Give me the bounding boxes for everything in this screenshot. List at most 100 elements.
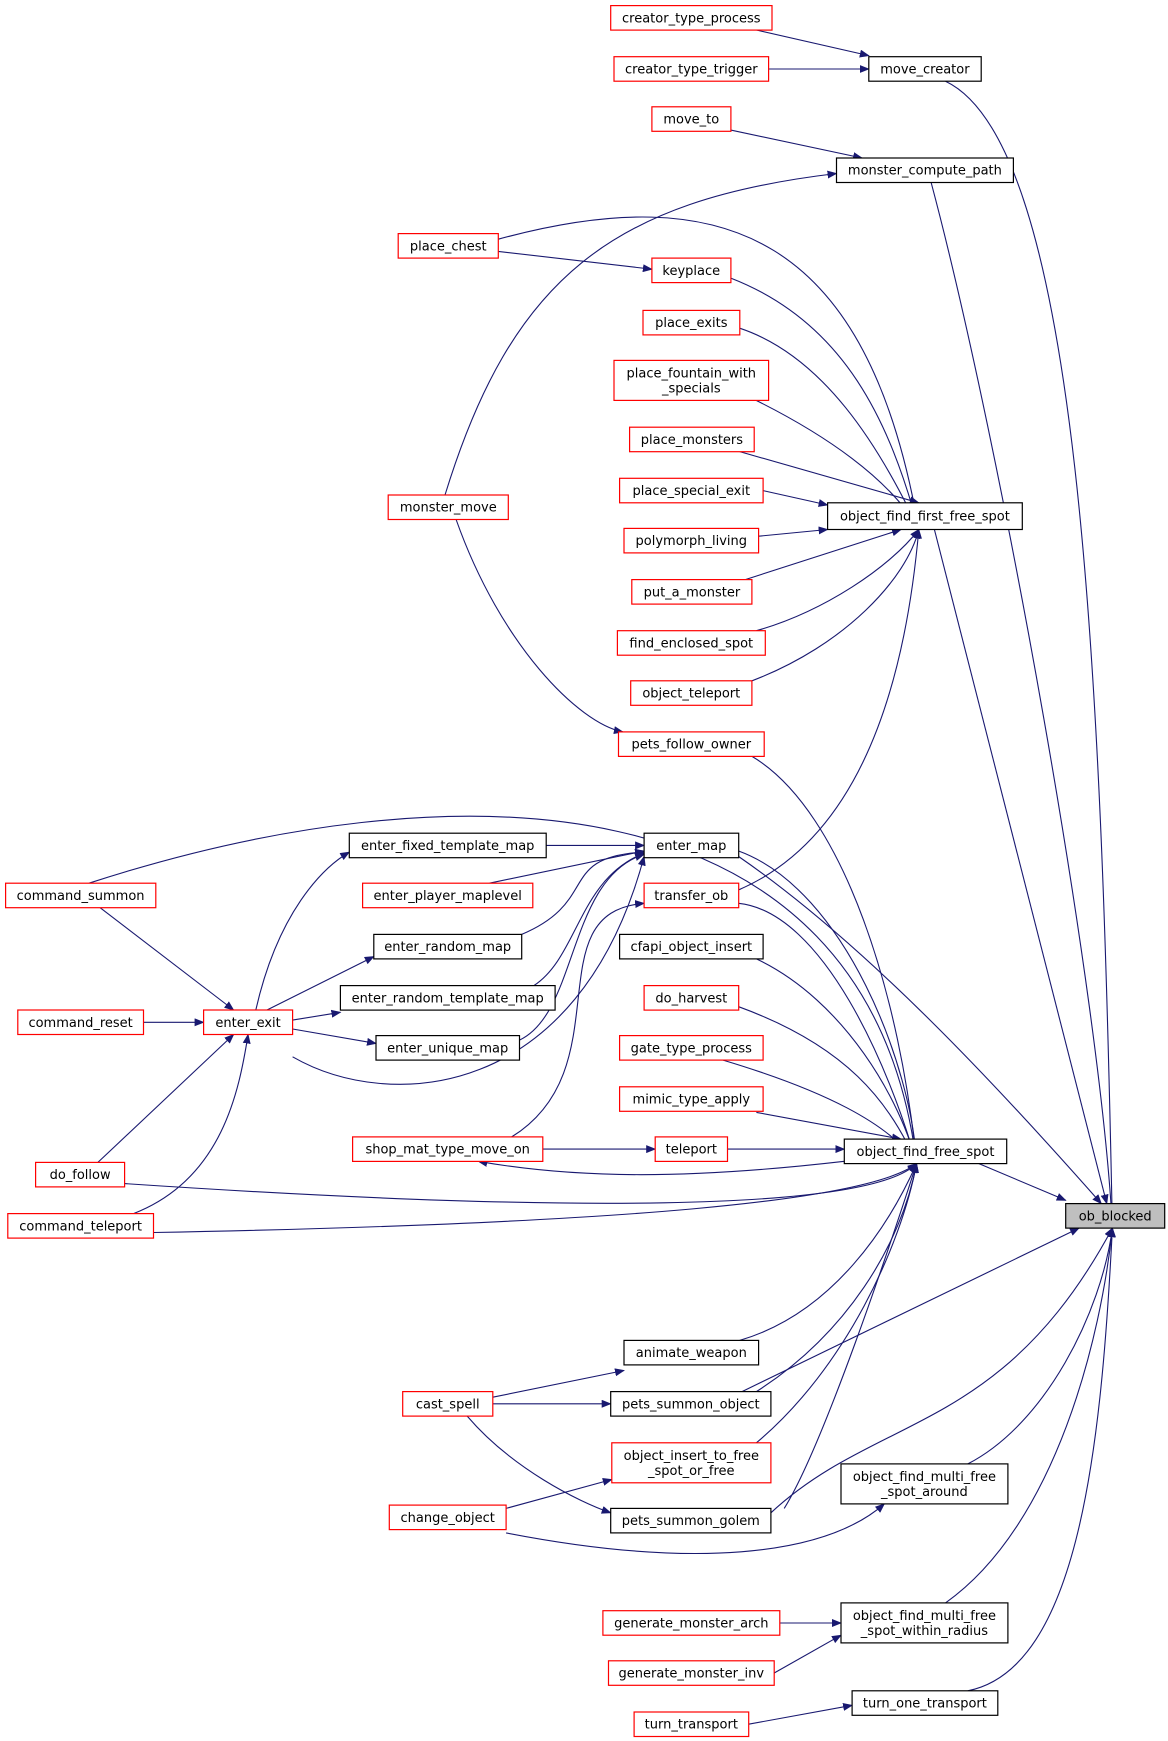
node-cfapi_object_insert[interactable]: cfapi_object_insert <box>618 933 764 960</box>
node-place_special_exit[interactable]: place_special_exit <box>618 477 764 504</box>
node-shop_mat_type_move_on[interactable]: shop_mat_type_move_on <box>352 1136 544 1163</box>
node-box <box>613 56 770 82</box>
edge-command_summon-to-enter_exit <box>99 907 235 1011</box>
node-generate_monster_inv[interactable]: generate_monster_inv <box>607 1660 775 1686</box>
node-label: creator_type_trigger <box>625 63 758 78</box>
node-enter_random_template_map[interactable]: enter_random_template_map <box>339 984 556 1011</box>
node-box <box>651 106 732 132</box>
node-change_object[interactable]: change_object <box>388 1504 507 1531</box>
node-command_teleport[interactable]: command_teleport <box>7 1212 155 1239</box>
node-animate_weapon[interactable]: animate_weapon <box>623 1339 760 1366</box>
node-keyplace[interactable]: keyplace <box>651 257 732 284</box>
node-object_find_first_free_spot[interactable]: object_find_first_free_spot <box>826 502 1023 531</box>
node-label: object_teleport <box>642 687 740 702</box>
node-box <box>618 477 764 504</box>
node-box <box>840 1463 1009 1505</box>
node-transfer_ob[interactable]: transfer_ob <box>643 882 740 909</box>
node-creator_type_trigger[interactable]: creator_type_trigger <box>613 56 770 82</box>
node-teleport[interactable]: teleport <box>654 1136 729 1163</box>
node-pets_summon_golem[interactable]: pets_summon_golem <box>610 1507 772 1534</box>
node-ob_blocked[interactable]: ob_blocked <box>1065 1202 1166 1229</box>
node-box <box>348 832 547 859</box>
node-enter_fixed_template_map[interactable]: enter_fixed_template_map <box>348 832 547 859</box>
node-enter_random_map[interactable]: enter_random_map <box>373 933 523 960</box>
node-object_find_multi_free_spot_around[interactable]: object_find_multi_free_spot_around <box>840 1463 1009 1505</box>
node-object_teleport[interactable]: object_teleport <box>630 680 753 706</box>
node-turn_transport[interactable]: turn_transport <box>633 1711 750 1738</box>
edge-command_teleport-to-object_find_free_spot <box>153 1162 918 1234</box>
node-label: ob_blocked <box>1079 1209 1152 1224</box>
node-command_summon[interactable]: command_summon <box>4 882 157 909</box>
node-object_find_free_spot[interactable]: object_find_free_spot <box>843 1138 1008 1165</box>
node-box <box>868 56 982 82</box>
node-box <box>4 882 157 909</box>
edge-cfapi_object_insert-to-object_find_free_spot <box>756 958 919 1165</box>
node-do_harvest[interactable]: do_harvest <box>643 984 740 1011</box>
node-move_creator[interactable]: move_creator <box>868 56 982 82</box>
node-polymorph_living[interactable]: polymorph_living <box>623 527 760 554</box>
node-box <box>843 1138 1008 1165</box>
node-cast_spell[interactable]: cast_spell <box>402 1390 494 1417</box>
node-box <box>618 933 764 960</box>
node-monster_move[interactable]: monster_move <box>387 494 509 521</box>
node-label: command_reset <box>28 1016 132 1031</box>
node-turn_one_transport[interactable]: turn_one_transport <box>851 1690 999 1716</box>
node-label: enter_fixed_template_map <box>361 839 534 854</box>
edge-enter_random_map-to-enter_map <box>521 848 646 935</box>
node-object_find_multi_free_spot_within_radius[interactable]: object_find_multi_free_spot_within_radiu… <box>840 1602 1009 1644</box>
node-label: cfapi_object_insert <box>630 940 752 955</box>
node-creator_type_process[interactable]: creator_type_process <box>610 4 773 31</box>
node-mimic_type_apply[interactable]: mimic_type_apply <box>618 1086 764 1112</box>
node-label: object_find_multi_free <box>853 1609 996 1624</box>
edge-creator_type_process-to-move_creator <box>756 29 870 58</box>
node-enter_exit[interactable]: enter_exit <box>203 1009 294 1036</box>
node-label: pets_follow_owner <box>631 738 751 753</box>
node-enter_player_maplevel[interactable]: enter_player_maplevel <box>362 882 534 909</box>
edge-polymorph_living-to-object_find_first_free_spot <box>758 526 829 537</box>
edge-object_find_multi_free_spot_around-to-ob_blocked <box>967 1227 1116 1465</box>
node-enter_map[interactable]: enter_map <box>643 832 740 859</box>
node-box <box>610 1390 772 1417</box>
node-box <box>623 527 760 554</box>
node-place_fountain_with_specials[interactable]: place_fountain_with_specials <box>613 359 770 401</box>
node-find_enclosed_spot[interactable]: find_enclosed_spot <box>616 630 766 656</box>
node-move_to[interactable]: move_to <box>651 106 732 132</box>
edge-enter_map-to-object_find_free_spot <box>738 850 921 1165</box>
node-monster_compute_path[interactable]: monster_compute_path <box>835 157 1014 184</box>
node-command_reset[interactable]: command_reset <box>17 1009 145 1036</box>
edge-keyplace-to-object_find_first_free_spot <box>730 277 921 531</box>
node-generate_monster_arch[interactable]: generate_monster_arch <box>602 1610 781 1636</box>
node-box <box>616 630 766 656</box>
node-gate_type_process[interactable]: gate_type_process <box>618 1034 764 1061</box>
node-label: command_summon <box>17 889 145 904</box>
node-place_chest[interactable]: place_chest <box>397 233 499 259</box>
node-object_insert_to_free_spot_or_free[interactable]: object_insert_to_free_spot_or_free <box>611 1442 772 1484</box>
node-pets_follow_owner[interactable]: pets_follow_owner <box>617 731 765 758</box>
node-label: enter_random_template_map <box>352 991 544 1006</box>
node-label: turn_transport <box>645 1718 738 1733</box>
node-box <box>840 1602 1009 1644</box>
node-label: object_find_first_free_spot <box>840 510 1010 525</box>
node-box <box>630 680 753 706</box>
node-box <box>633 1711 750 1738</box>
nodes-layer: ob_blocked move_creator monster_compute_pa… <box>4 4 1166 1738</box>
node-label: keyplace <box>662 264 720 279</box>
edge-move_creator-to-ob_blocked <box>945 80 1117 1230</box>
node-label: object_insert_to_free <box>624 1449 759 1464</box>
node-label: do_follow <box>50 1168 111 1183</box>
node-box <box>1065 1202 1166 1229</box>
node-place_monsters[interactable]: place_monsters <box>628 426 755 453</box>
edge-object_find_free_spot-to-shop_mat_type_move_on <box>477 1158 845 1176</box>
node-do_follow[interactable]: do_follow <box>34 1161 126 1188</box>
node-put_a_monster[interactable]: put_a_monster <box>631 578 753 605</box>
node-pets_summon_object[interactable]: pets_summon_object <box>610 1390 772 1417</box>
node-label: pets_summon_object <box>622 1397 760 1412</box>
edge-place_monsters-to-object_find_first_free_spot <box>739 451 920 505</box>
edge-enter_player_maplevel-to-enter_map <box>489 848 646 884</box>
node-place_exits[interactable]: place_exits <box>642 309 741 336</box>
node-enter_unique_map[interactable]: enter_unique_map <box>375 1034 521 1061</box>
edge-move_to-to-monster_compute_path <box>730 129 864 161</box>
node-box <box>617 731 765 758</box>
node-box <box>362 882 534 909</box>
